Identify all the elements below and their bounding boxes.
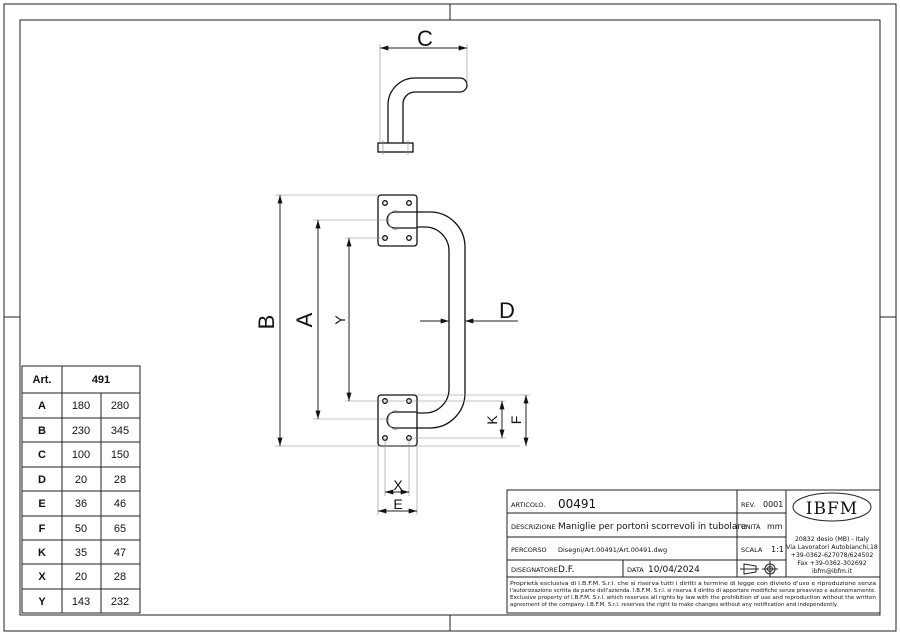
table-row: E 36 46 [38, 498, 126, 510]
table-row: C 100 150 [38, 449, 129, 461]
dimension-label-d: D [499, 298, 515, 323]
address-line: ibfm@ibfm.it [812, 567, 853, 575]
cell: 345 [111, 425, 129, 437]
dimension-label-f: F [508, 416, 524, 425]
handle-side-view: C [377, 26, 468, 155]
table-row: K 35 47 [38, 547, 126, 559]
row-label: A [38, 400, 46, 412]
dimension-table: Art. 491 A 180 280 B 230 345 C 100 150 D 20 28 E… [21, 365, 141, 614]
projection-symbol-icon [740, 561, 778, 577]
row-label: X [38, 571, 46, 583]
cell: 180 [72, 400, 90, 412]
row-label: D [38, 474, 46, 486]
row-label: B [38, 425, 46, 437]
row-label: K [38, 547, 46, 559]
disclaimer-line: Exclusive property of I.B.F.M. S.r.l. wh… [510, 595, 876, 601]
scala-label: SCALA [741, 546, 763, 554]
descrizione-value: Maniglie per portoni scorrevoli in tubol… [558, 522, 747, 532]
rev-value: 0001 [763, 500, 783, 509]
cell: 28 [114, 571, 126, 583]
data-label: DATA [627, 566, 644, 574]
disegnatore-value: D.F. [558, 565, 574, 575]
drawing-frame [3, 3, 897, 632]
logo-text: IBFM [806, 499, 858, 519]
table-row: A 180 280 [38, 400, 129, 412]
row-label: C [38, 449, 46, 461]
table-row: Y 143 232 [38, 596, 129, 608]
cell: 150 [111, 449, 129, 461]
disclaimer-line: l'autorizzazione scritta da parte dell'a… [510, 588, 876, 594]
cell: 20 [75, 474, 87, 486]
table-row: X 20 28 [38, 571, 126, 583]
cell: 47 [114, 547, 126, 559]
address-line: Via Lavoratori Autobianchi,18 [786, 544, 878, 551]
company-logo: IBFM [792, 492, 872, 522]
title-block: ARTICOLO. 00491 REV. 0001 DESCRIZIONE Ma… [506, 489, 881, 614]
scala-value: 1:1 [771, 545, 784, 554]
cell: 230 [72, 425, 90, 437]
cell: 100 [72, 449, 90, 461]
top-mounting-plate [377, 194, 418, 247]
table-row: F 50 65 [39, 523, 126, 535]
address-line: Fax +39-0362-302692 [797, 560, 866, 567]
data-value: 10/04/2024 [648, 565, 700, 575]
rev-label: REV. [741, 501, 755, 509]
row-label: Y [38, 596, 46, 608]
cell: 36 [75, 498, 87, 510]
articolo-value: 00491 [558, 497, 596, 511]
cell: 35 [75, 547, 87, 559]
cell: 280 [111, 400, 129, 412]
table-row: D 20 28 [38, 474, 126, 486]
cell: 20 [75, 571, 87, 583]
percorso-label: PERCORSO [511, 546, 547, 554]
table-row: B 230 345 [38, 425, 129, 437]
cell: 46 [114, 498, 126, 510]
dimension-label-a: A [292, 312, 317, 327]
address-line: +39-0362-627078/624502 [791, 552, 874, 559]
table-header-art: Art. [33, 374, 52, 386]
disclaimer-line: agreement of the company. I.B.F.M. S.r.l… [510, 602, 838, 608]
dimension-label-c: C [417, 26, 433, 51]
dimension-label-x: X [393, 477, 403, 493]
cell: 143 [72, 596, 90, 608]
unita-label: UNITÀ [741, 522, 761, 531]
dimension-label-y: Y [332, 315, 348, 325]
row-label: E [38, 498, 45, 510]
table-header-article: 491 [92, 374, 110, 386]
percorso-value: Disegni/Art.00491/Art.00491.dwg [558, 546, 667, 554]
disclaimer-line: Proprietà esclusiva di I.B.F.M. S.r.l. c… [510, 580, 876, 587]
dimensions: B A Y D K F X E [254, 194, 530, 515]
row-label: F [39, 523, 46, 535]
address-line: 20832 desio (MB) - Italy [795, 536, 869, 543]
dimension-label-e: E [393, 496, 402, 512]
cell: 65 [114, 523, 126, 535]
cell: 232 [111, 596, 129, 608]
cell: 28 [114, 474, 126, 486]
descrizione-label: DESCRIZIONE [511, 523, 556, 531]
unita-value: mm [767, 522, 783, 531]
articolo-label: ARTICOLO. [511, 501, 545, 509]
disegnatore-label: DISEGNATORE [511, 566, 558, 574]
dimension-label-b: B [254, 315, 279, 330]
cell: 50 [75, 523, 87, 535]
dimension-label-k: K [484, 415, 500, 425]
